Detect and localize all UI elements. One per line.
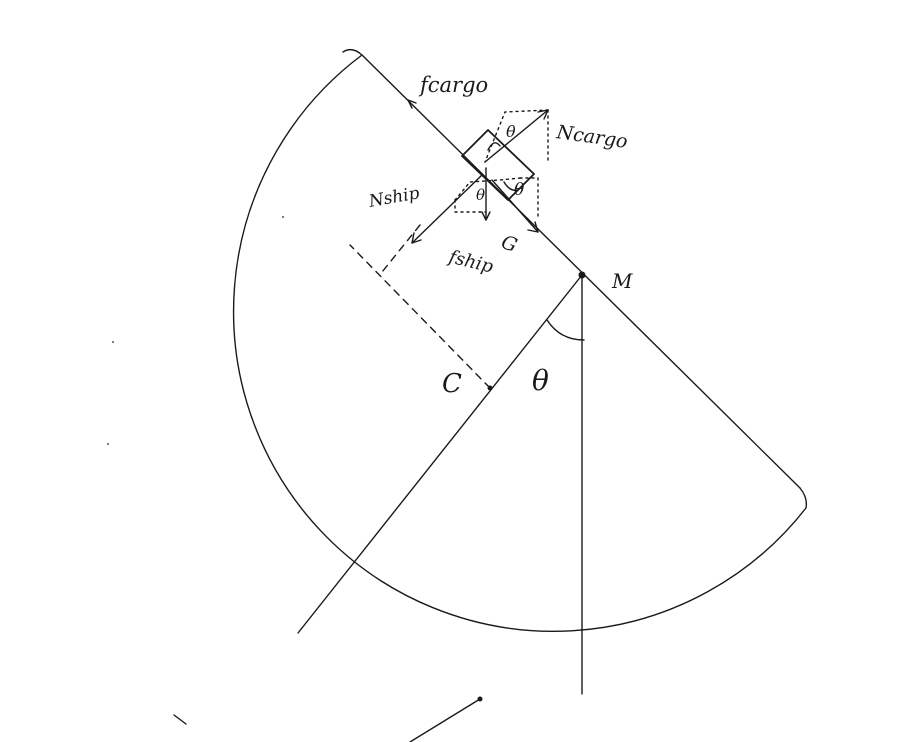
point-m: [578, 271, 586, 279]
label-n-ship: Nship: [366, 183, 421, 212]
ship-hull-arc: [232, 48, 808, 632]
n-ship-arrowhead: [411, 232, 422, 244]
angle-arc-box: [503, 181, 519, 192]
dashed-line-c: [349, 244, 491, 389]
dashed-line-nship: [381, 224, 421, 273]
label-theta-left: θ: [476, 186, 485, 204]
label-point-m: M: [611, 269, 633, 293]
label-point-c: C: [442, 369, 462, 399]
label-theta-right: θ: [514, 180, 524, 200]
stray-mark-3: [107, 443, 109, 445]
stray-mark-4: [173, 714, 187, 725]
deck-line: [361, 54, 801, 489]
radial-line-mc: [297, 274, 583, 634]
bottom-arrow-line: [409, 698, 481, 742]
dotted-construction-right: [519, 177, 539, 221]
stray-mark-1: [282, 216, 284, 218]
f-ship-arrow: [491, 179, 539, 233]
label-weight: G: [498, 231, 520, 257]
n-cargo-arrow: [484, 109, 549, 163]
dotted-construction-bottom: [454, 199, 487, 213]
n-ship-arrow: [411, 174, 483, 244]
f-ship-arrowhead: [527, 221, 539, 233]
weight-arrowhead: [481, 211, 491, 221]
dotted-construction-left: [454, 177, 521, 201]
stray-mark-2: [112, 341, 114, 343]
label-f-cargo: fcargo: [418, 73, 488, 97]
label-f-ship: fship: [445, 246, 496, 278]
cargo-box: [461, 129, 535, 201]
f-cargo-arrowhead: [407, 99, 417, 109]
angle-arc-m: [546, 319, 585, 341]
label-n-cargo: Ncargo: [554, 121, 629, 153]
label-theta-top: θ: [506, 122, 516, 141]
label-theta-main: θ: [532, 364, 549, 397]
angle-arc-box-top: [487, 142, 501, 151]
